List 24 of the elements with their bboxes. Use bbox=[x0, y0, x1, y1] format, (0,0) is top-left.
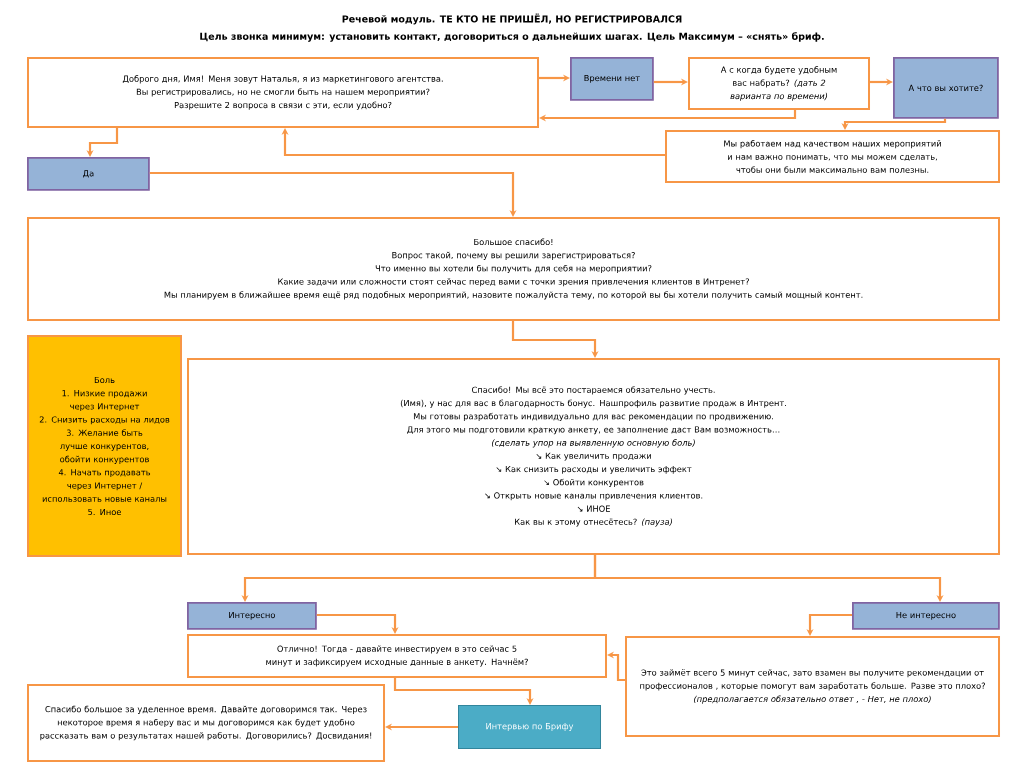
script-box: Отлично! Тогда - давайте инвестируем в это сейчас 5 минут и зафиксируем исходные данные в анкету. Начнём? bbox=[187, 634, 607, 678]
answer-box: Не интересно bbox=[852, 602, 1000, 630]
title: Речевой модуль. ТЕ КТО НЕ ПРИШЁЛ, НО РЕГИСТРИРОВАЛСЯ bbox=[342, 13, 682, 25]
subtitle: Цель звонка минимум: установить контакт, договориться о дальнейших шагах. Цель Максимум – «снять» бриф. bbox=[200, 32, 824, 42]
arrow bbox=[511, 321, 599, 358]
answer-box: Интересно bbox=[187, 602, 317, 630]
answer-box: Времени нет bbox=[570, 57, 654, 101]
script-box: Большое спасибо! Вопрос такой, почему вы решили зарегистрироваться? Что именно вы хотели бы получить для себя на мероприятии? Какие задачи или сложности стоят сейчас перед вами с точки зрения привлечения клиентов в Интренет? Мы планируем в ближайшее время ещё ряд подобных мероприятий, назовите пожалуйста тему, по которой вы бы хотели получить самый мощный контент. bbox=[27, 217, 1000, 321]
script-box: Мы работаем над качеством наших мероприятий и нам важно понимать, что мы можем сделать, чтобы они были максимально вам полезны. bbox=[665, 130, 1000, 183]
arrow bbox=[539, 110, 797, 122]
final-box: Интервью по Брифу bbox=[458, 705, 601, 749]
script-box: Это займёт всего 5 минут сейчас, зато взамен вы получите рекомендации от профессионалов , которые помогут вам заработать больше. Разве это плохо? (предполагается обязательно ответ , - Нет, не плохо) bbox=[625, 636, 1000, 737]
arrow bbox=[593, 555, 944, 602]
script-box: А с когда будете удобным вас набрать? (дать 2 варианта по времени) bbox=[688, 57, 870, 110]
arrow bbox=[316, 613, 399, 634]
arrow bbox=[393, 678, 534, 705]
arrow bbox=[281, 128, 665, 157]
script-box: Спасибо! Мы всё это постараемся обязательно учесть. (Имя), у нас для вас в благодарность бонус. Нашпрофиль развитие продаж в Интрент. Мы готовы разработать индивидуально для вас рекомендации по продвижению. Для этого мы подготовили краткую анкету, ее заполнение даст Вам возможность… (сделать упор на выявленную основную боль) ↘ Как увеличить продажи ↘ Как снизить расходы и увеличить эффект ↘ Обойти конкурентов ↘ Открыть новые каналы привлечения клиентов. ↘ ИНОЕ Как вы к этому отнесётесь? (пауза) bbox=[187, 358, 1000, 555]
script-box: Спасибо большое за уделенное время. Давайте договоримся так. Через некоторое время я наберу вас и мы договоримся как будет удобно рассказать вам о результатах нашей работы. Договорились? Досвидания! bbox=[27, 684, 385, 762]
answer-box: Да bbox=[27, 157, 150, 191]
answer-box: А что вы хотите? bbox=[893, 57, 999, 119]
pain-points-box: Боль 1. Низкие продажи через Интернет 2. Снизить расходы на лидов 3. Желание быть лучше конкурентов, обойти конкурентов 4. Начать продавать через Интернет / использовать новые каналы 5. Иное bbox=[27, 335, 182, 557]
script-box: Доброго дня, Имя! Меня зовут Наталья, я из маркетингового агентства. Вы регистрировались, но не смогли быть на нашем мероприятии? Разрешите 2 вопроса в связи с эти, если удобно? bbox=[27, 57, 539, 128]
arrow bbox=[149, 171, 517, 217]
